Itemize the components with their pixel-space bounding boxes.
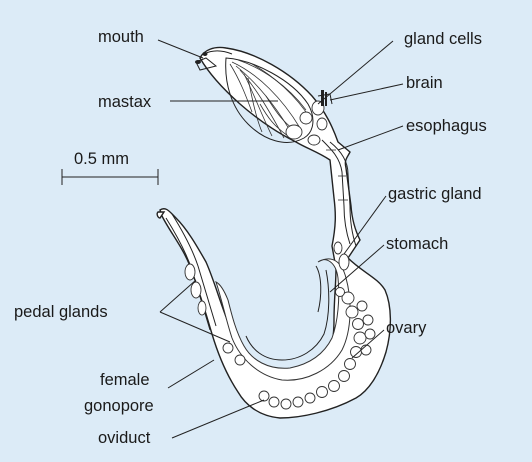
leader-brain	[330, 84, 403, 100]
leader-oviduct	[172, 400, 264, 438]
label-brain: brain	[406, 74, 443, 92]
scale-bar-label: 0.5 mm	[74, 150, 129, 168]
head-outline	[160, 47, 390, 418]
label-esophagus: esophagus	[406, 117, 487, 135]
label-pedal-glands: pedal glands	[14, 303, 108, 321]
label-gonopore: gonopore	[84, 397, 154, 415]
label-stomach: stomach	[386, 235, 448, 253]
label-mouth: mouth	[98, 28, 144, 46]
label-gastric-gland: gastric gland	[388, 185, 482, 203]
label-female: female	[100, 371, 150, 389]
label-oviduct: oviduct	[98, 429, 151, 447]
label-mastax: mastax	[98, 93, 152, 111]
leader-pedal-glands-1	[160, 280, 196, 312]
label-ovary: ovary	[386, 319, 427, 337]
label-gland-cells: gland cells	[404, 30, 482, 48]
leader-esophagus	[338, 126, 403, 150]
leader-mouth	[158, 40, 203, 58]
scale-bar: 0.5 mm	[62, 150, 158, 185]
leader-female-gonopore	[168, 360, 214, 388]
